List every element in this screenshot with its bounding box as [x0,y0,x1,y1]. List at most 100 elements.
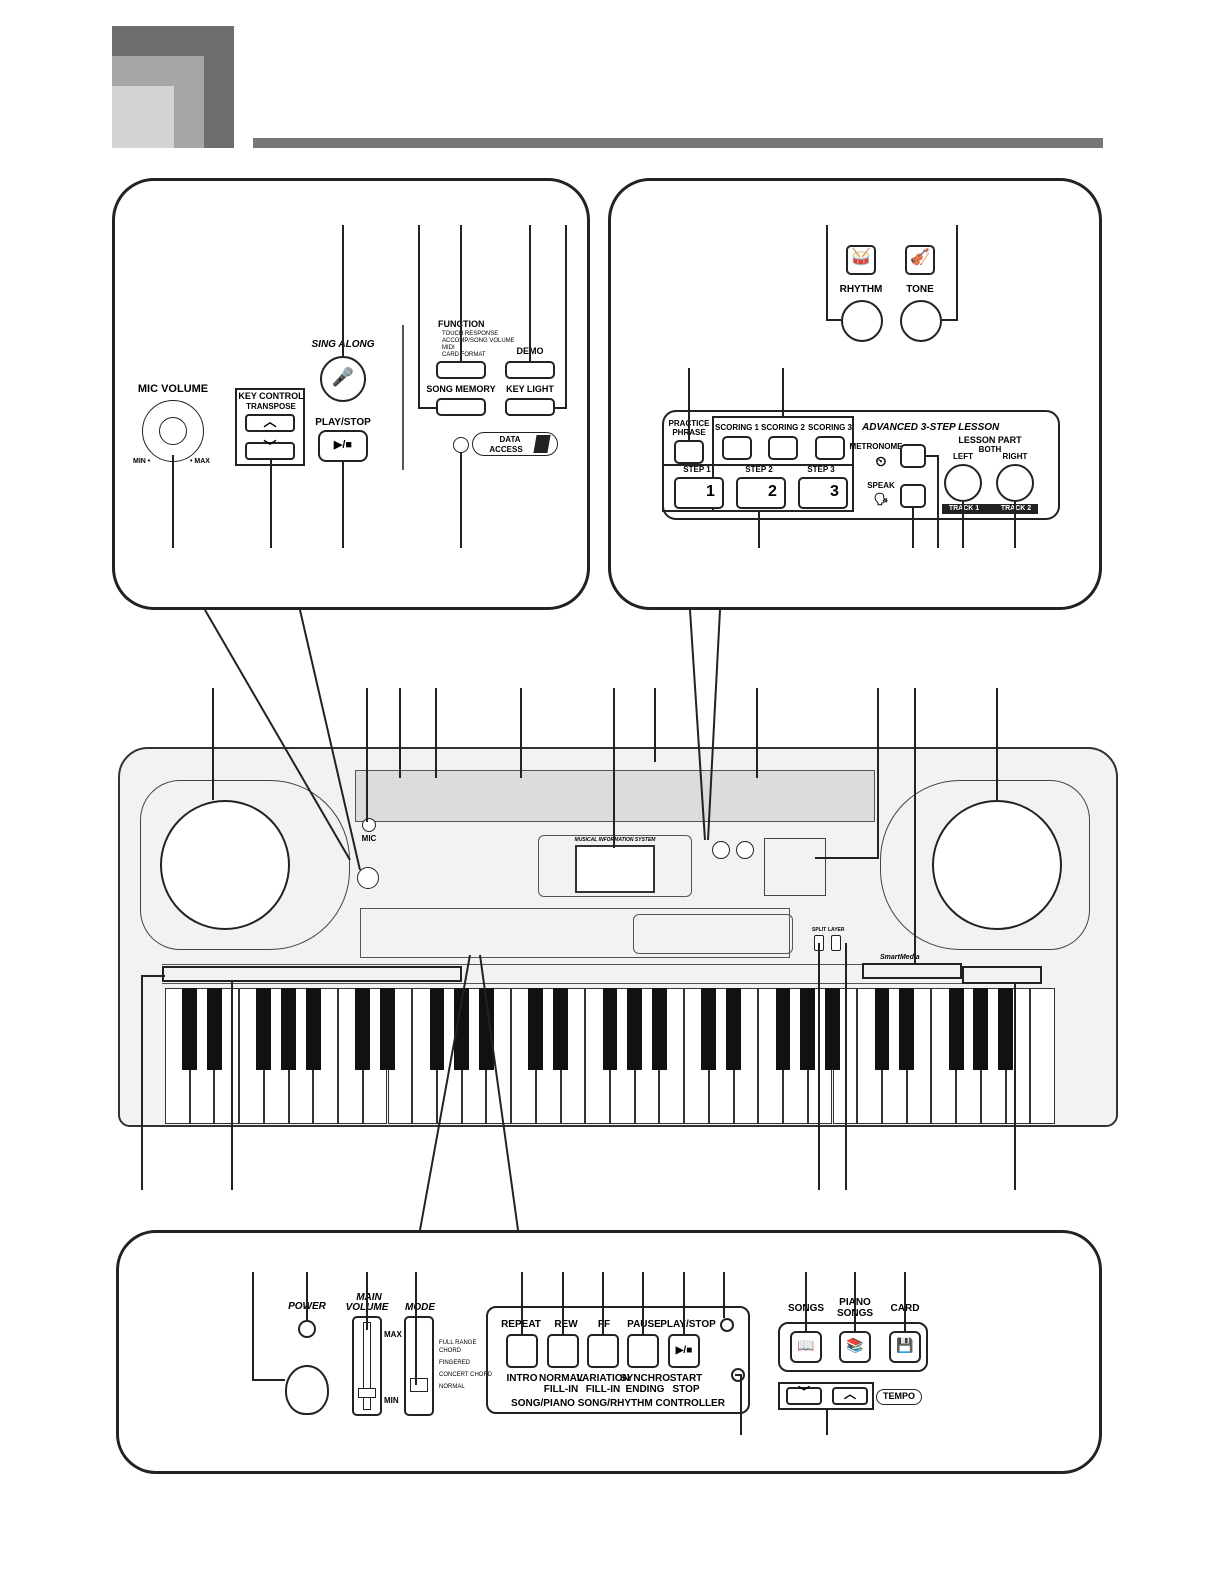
step2-button[interactable] [736,477,786,509]
black-key[interactable] [602,988,618,1070]
practice-phrase-button[interactable] [674,440,704,464]
chevron-down-icon: ﹀ [263,439,277,454]
tone-button[interactable] [900,300,942,342]
pause-button[interactable] [627,1334,659,1368]
black-key[interactable] [305,988,321,1070]
mic-max-label: • MAX [190,458,210,465]
tone-button-small[interactable] [736,841,754,859]
step2-number: 2 [768,483,777,500]
function-button[interactable] [436,361,486,379]
black-key[interactable] [874,988,890,1070]
black-key[interactable] [478,988,494,1070]
piano-songs-button[interactable] [839,1331,871,1363]
mode-slider[interactable] [404,1316,434,1416]
black-key[interactable] [701,988,717,1070]
lesson-left-button[interactable] [944,464,982,502]
sing-along-button[interactable] [320,356,366,402]
song-memory-button[interactable] [436,398,486,416]
rhythm-button[interactable] [841,300,883,342]
top-right-callout-panel [608,178,1102,610]
black-key[interactable] [256,988,272,1070]
metronome-label: METRONOME [849,442,903,451]
play-stop-icon-bottom: ▶/■ [675,1345,693,1356]
controller-title: SONG/PIANO SONG/RHYTHM CONTROLLER [511,1398,725,1409]
demo-button[interactable] [505,361,555,379]
speak-label: SPEAK [867,481,895,490]
black-key[interactable] [998,988,1013,1070]
black-key[interactable] [281,988,297,1070]
black-key[interactable] [207,988,222,1070]
lcd-display[interactable] [575,845,655,893]
play-stop-button[interactable] [668,1334,700,1368]
step2-label: STEP 2 [745,465,773,474]
mic-min-label: MIN • [133,458,151,465]
transpose-up-button[interactable] [245,414,295,432]
scoring1-label: SCORING 1 [714,423,760,432]
black-key[interactable] [380,988,395,1070]
synchro-ending-label-1: SYNCHRO [619,1373,671,1384]
mic-volume-knob-small[interactable] [357,867,379,889]
rhythm-button-small[interactable] [712,841,730,859]
intro-label: INTRO [506,1373,538,1384]
black-key[interactable] [553,988,568,1070]
black-key[interactable] [800,988,816,1070]
black-key[interactable] [627,988,643,1070]
power-switch[interactable] [285,1365,329,1415]
tempo-box [778,1382,874,1410]
song-memory-label: SONG MEMORY [426,384,496,394]
white-key[interactable] [1030,988,1055,1124]
songs-button[interactable] [790,1331,822,1363]
black-key[interactable] [528,988,544,1070]
smartmedia-slot-box [862,963,962,979]
mode-thumb[interactable] [410,1378,428,1392]
piano-songs-book-icon: 📚 [846,1337,864,1353]
play-stop-button-top[interactable] [318,430,368,462]
mode-label: MODE [405,1302,435,1313]
black-key[interactable] [775,988,791,1070]
black-key[interactable] [726,988,742,1070]
synchro-ending-label-2: ENDING [625,1384,665,1395]
right-speaker-surround [880,780,1090,950]
scoring1-button[interactable] [722,436,752,460]
black-key[interactable] [454,988,470,1070]
tone-icon-box [905,245,935,275]
black-key[interactable] [652,988,667,1070]
card-button[interactable] [889,1331,921,1363]
black-key[interactable] [825,988,840,1070]
microphone-icon: 🎤 [331,367,355,387]
scoring3-label: SCORING 3 [807,423,853,432]
layer-button[interactable] [831,935,841,951]
tone-label: TONE [906,284,934,295]
black-key[interactable] [355,988,371,1070]
scoring3-button[interactable] [815,436,845,460]
ff-button[interactable] [587,1334,619,1368]
black-key[interactable] [182,988,198,1070]
metronome-button[interactable] [900,444,926,468]
transpose-down-button[interactable] [245,442,295,460]
play-stop-label: PLAY/STOP [660,1319,716,1330]
piano-keys[interactable] [165,988,1055,1124]
main-volume-thumb[interactable] [358,1388,376,1398]
tempo-up-button[interactable] [832,1387,868,1405]
repeat-button[interactable] [506,1334,538,1368]
black-key[interactable] [973,988,989,1070]
black-key[interactable] [948,988,964,1070]
mic-jack[interactable] [362,818,376,832]
mic-label: MIC [361,834,377,843]
number-pad[interactable] [764,838,826,896]
data-access-label-1: DATA [499,435,521,444]
lesson-right-button[interactable] [996,464,1034,502]
key-light-button[interactable] [505,398,555,416]
black-key[interactable] [899,988,915,1070]
scoring2-button[interactable] [768,436,798,460]
normal-fillin-label-1: NORMAL [539,1373,583,1384]
speak-button[interactable] [900,484,926,508]
key-light-label: KEY LIGHT [506,384,554,394]
step1-button[interactable] [674,477,724,509]
start-stop-label-1: START [669,1373,703,1384]
step3-button[interactable] [798,477,848,509]
tempo-down-button[interactable] [786,1387,822,1405]
rew-button[interactable] [547,1334,579,1368]
black-key[interactable] [429,988,445,1070]
controller-lamp [720,1318,734,1332]
